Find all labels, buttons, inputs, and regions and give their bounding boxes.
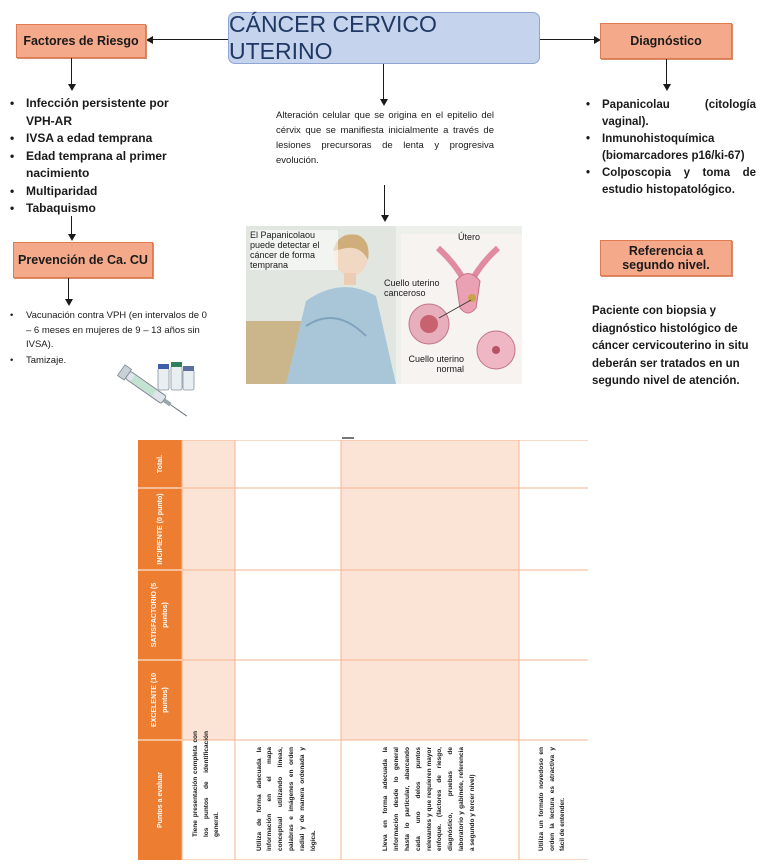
definition-text: Alteración celular que se origina en el … — [276, 110, 494, 166]
header-incipient: INCIPIENTE (0 punto) — [156, 493, 164, 565]
criterion-4: Utiliza un formato novedoso en orden la … — [537, 747, 567, 851]
list-item: Multiparidad — [8, 183, 196, 201]
arrow-down-icon — [379, 99, 388, 106]
syringe-vials-icon — [116, 362, 195, 417]
criterion-1: Tiene presentación completa con los punt… — [191, 731, 221, 837]
connector-diagnosis — [666, 59, 668, 85]
arrow-down-icon — [67, 84, 76, 91]
arrow-down-icon — [380, 215, 389, 222]
risk-factors-list: Infección persistente por VPH-AR IVSA a … — [8, 95, 196, 218]
header-excellent: EXCELENTE (10 puntos) — [151, 672, 169, 728]
normal-cervix-label: Cuello uterino normal — [408, 354, 464, 374]
rubric-grid — [138, 440, 588, 860]
list-item: Papanicolau (citología vaginal). — [584, 97, 756, 131]
list-item: Infección persistente por VPH-AR — [8, 95, 196, 130]
criterion-3: Lleva en forma adecuada la información d… — [382, 747, 476, 851]
connector-right — [540, 39, 595, 41]
list-item: Inmunohistoquímica (biomarcadores p16/ki… — [584, 131, 756, 165]
image-caption: El Papanicolaou puede detectar el cáncer… — [250, 230, 338, 270]
list-item: Colposcopia y toma de estudio histopatol… — [584, 165, 756, 199]
header-total: Total. — [156, 454, 164, 474]
arrow-down-icon — [67, 234, 76, 241]
list-item: Edad temprana al primer nacimiento — [8, 148, 196, 183]
arrow-left-icon — [146, 35, 153, 44]
cancerous-cervix-label: Cuello uterino canceroso — [384, 278, 440, 298]
header-satisfactory: SATISFACTORIO (5 puntos) — [151, 582, 169, 648]
connector-risk — [71, 58, 73, 85]
pap-smear-illustration: El Papanicolaou puede detectar el cáncer… — [246, 226, 522, 384]
list-item: IVSA a edad temprana — [8, 130, 196, 148]
connector-left — [152, 39, 228, 41]
header-points: Puntos a evaluar — [156, 771, 164, 829]
list-item: Vacunación contra VPH (en intervalos de … — [8, 309, 208, 353]
prevention-list: Vacunación contra VPH (en intervalos de … — [8, 309, 208, 369]
arrow-down-icon — [64, 299, 73, 306]
connector-risk-prevention — [71, 216, 73, 235]
referral-text: Paciente con biopsia y diagnóstico histo… — [592, 305, 749, 387]
connector-definition-image — [384, 185, 386, 216]
list-item: Tabaquismo — [8, 200, 196, 218]
page-title: CÁNCER CERVICO UTERINO — [228, 11, 540, 64]
arrow-right-icon — [594, 35, 601, 44]
divider-mark — [342, 437, 354, 439]
list-item: Tamizaje. — [8, 354, 208, 369]
arrow-down-icon — [662, 84, 671, 91]
diagnosis-list: Papanicolau (citología vaginal). Inmunoh… — [584, 97, 756, 199]
criterion-2: Utiliza de forma adecuada la información… — [255, 747, 317, 851]
connector-center — [383, 64, 385, 100]
prevention-box: Prevención de Ca. CU — [13, 242, 153, 278]
risk-factors-box: Factores de Riesgo — [16, 24, 146, 58]
referral-box: Referencia a segundo nivel. — [600, 240, 732, 276]
rubric-table: Total. INCIPIENTE (0 punto) SATISFACTORI… — [138, 440, 588, 860]
uterus-label: Útero — [458, 232, 481, 242]
diagnosis-box: Diagnóstico — [600, 23, 732, 59]
connector-prevention — [68, 278, 70, 300]
